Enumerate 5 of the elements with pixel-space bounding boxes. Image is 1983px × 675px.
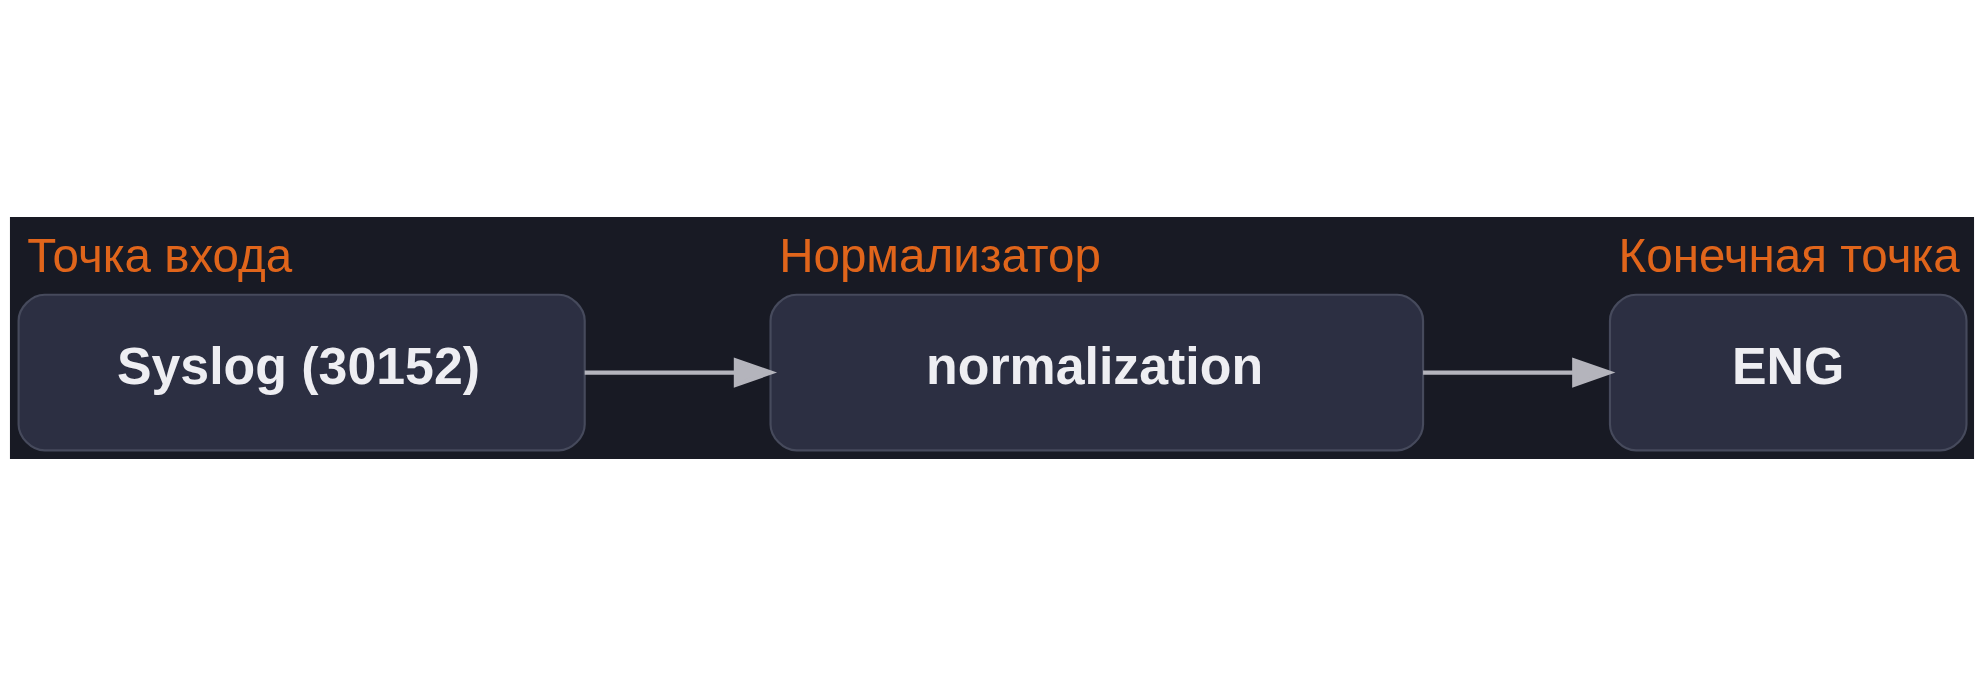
- node-label: Точка входа: [26, 228, 292, 282]
- arrow: [1422, 356, 1615, 388]
- node-label: Нормализатор: [778, 228, 1101, 282]
- arrow: [584, 356, 777, 388]
- node-label: Конечная точка: [1618, 228, 1960, 282]
